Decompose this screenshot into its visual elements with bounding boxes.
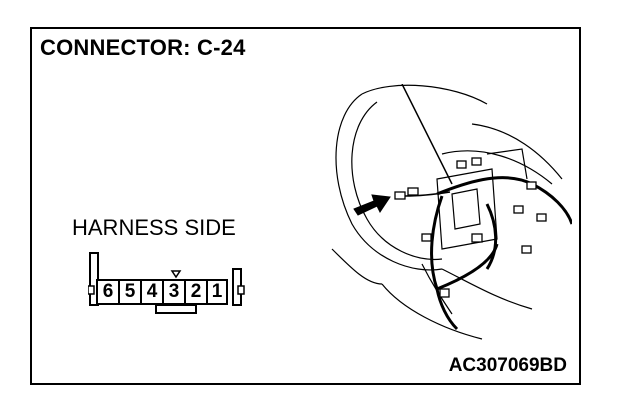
diagram-frame: CONNECTOR: C-24 HARNESS SIDE 6 5 4 3 2 1 <box>30 27 581 385</box>
pin-6: 6 <box>96 279 118 305</box>
pin-3: 3 <box>162 279 184 305</box>
pin-4: 4 <box>140 279 162 305</box>
pin-2: 2 <box>184 279 206 305</box>
figure-code: AC307069BD <box>448 355 567 376</box>
pin-1: 1 <box>206 279 228 305</box>
pin-row: 6 5 4 3 2 1 <box>96 279 228 305</box>
steering-column-illustration <box>331 84 572 340</box>
pin-5: 5 <box>118 279 140 305</box>
harness-side-label: HARNESS SIDE <box>72 215 236 240</box>
connector-title: CONNECTOR: C-24 <box>40 35 246 60</box>
